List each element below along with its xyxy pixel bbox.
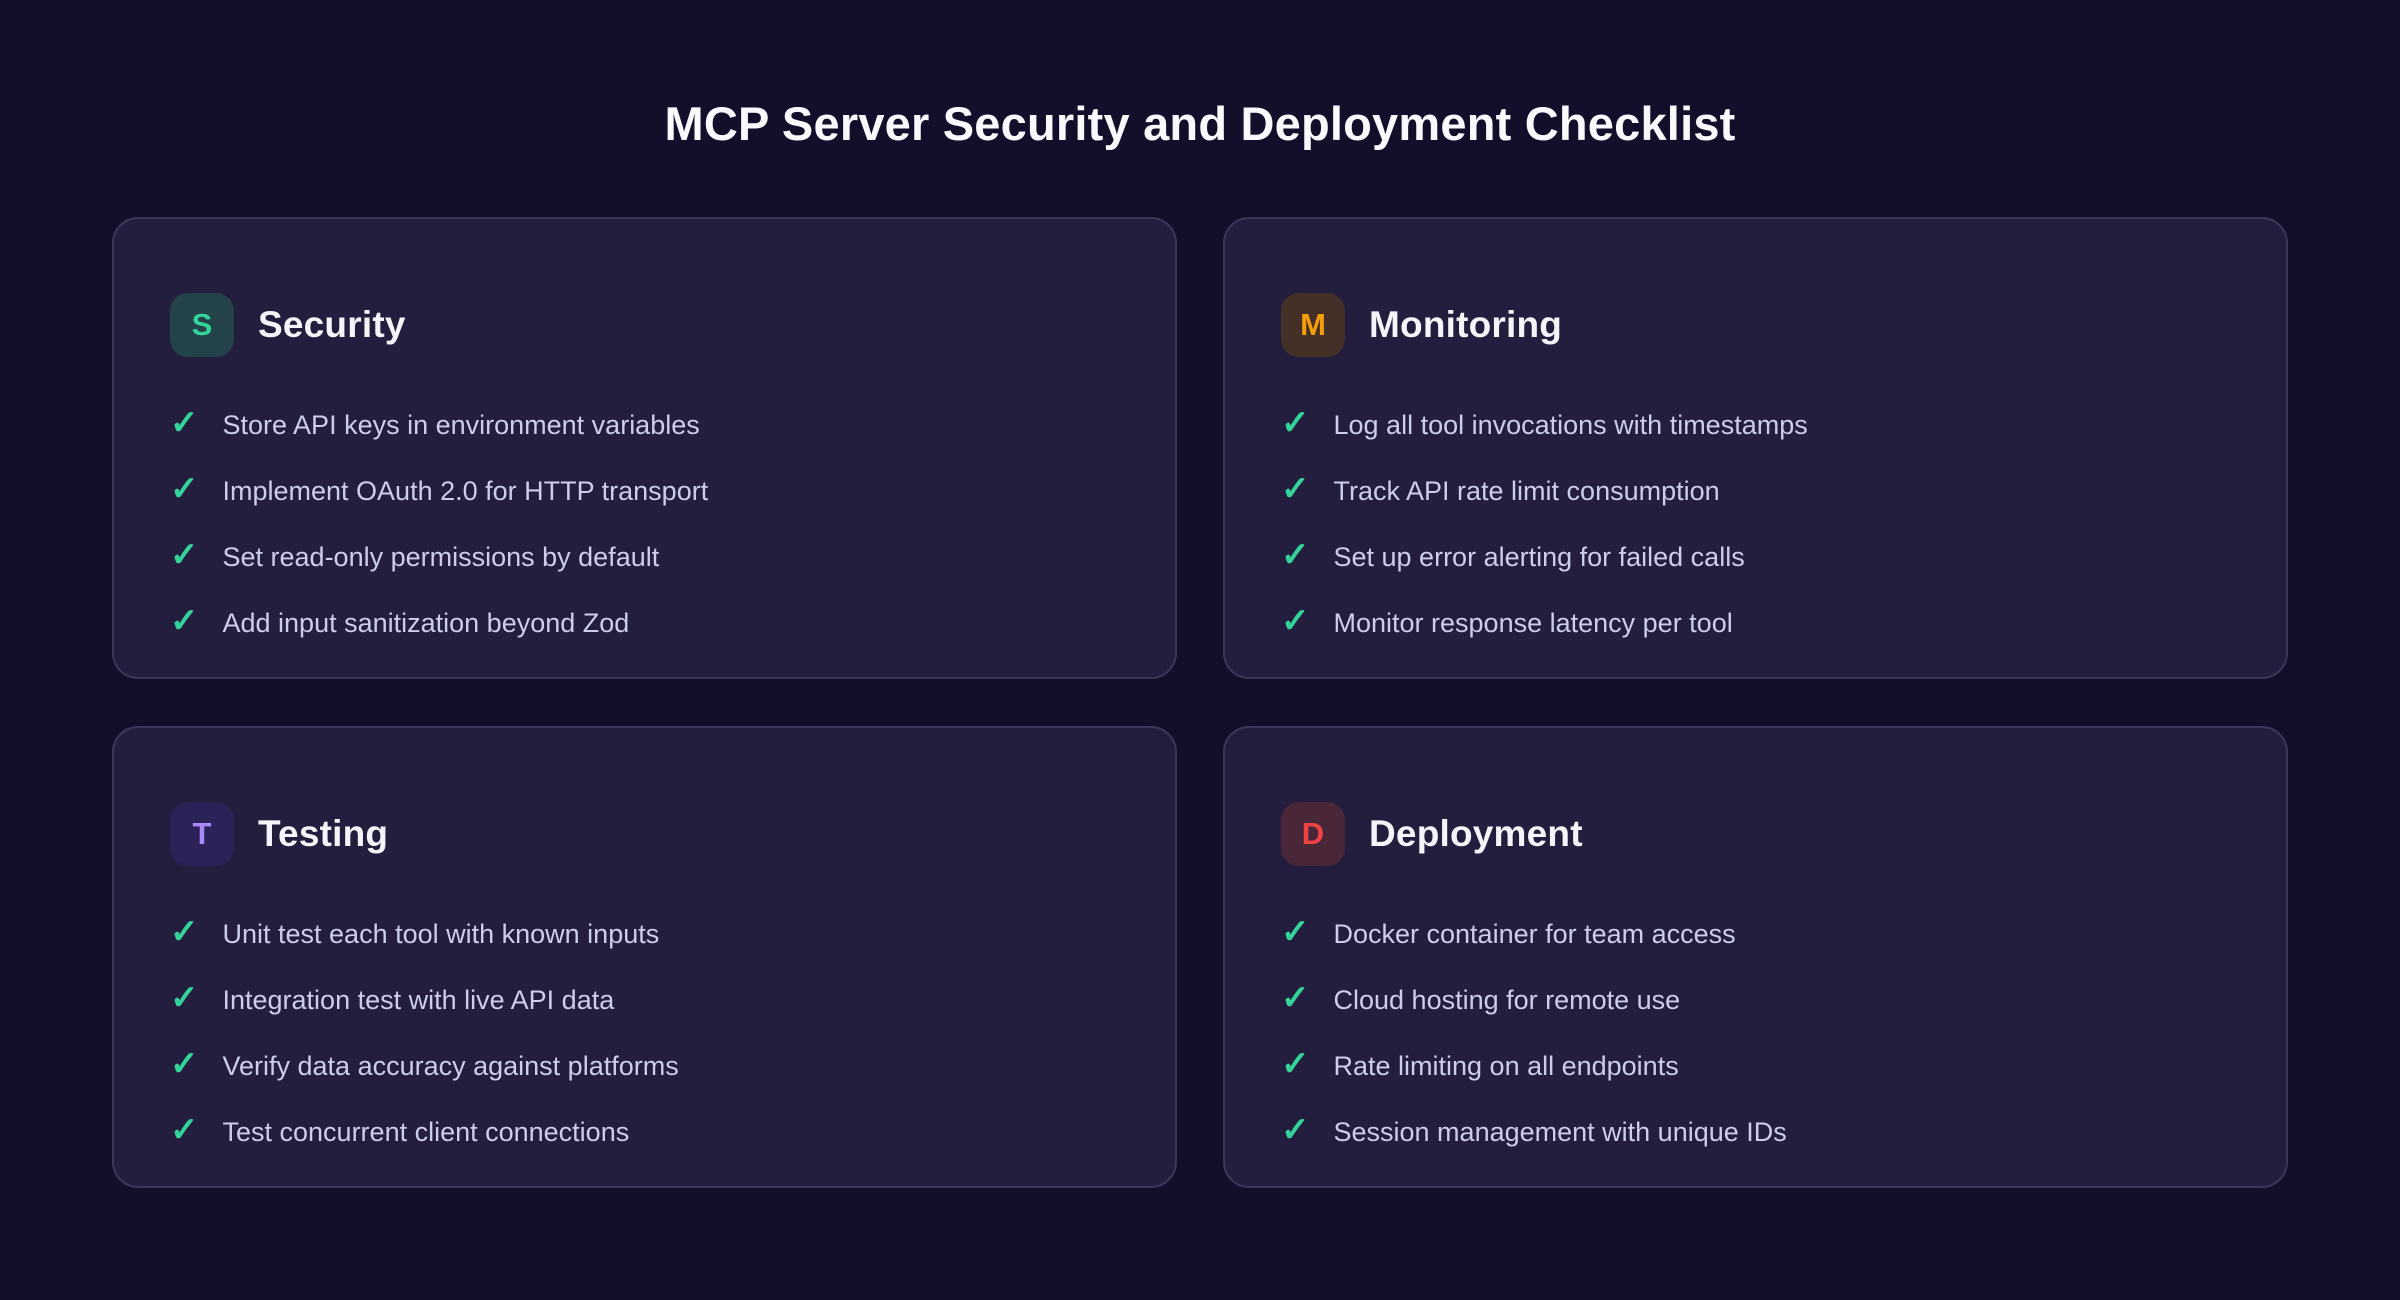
checklist-item-label: Track API rate limit consumption: [1333, 475, 1720, 506]
checklist-item-label: Docker container for team access: [1333, 918, 1736, 949]
deployment-badge-icon: D: [1281, 801, 1345, 866]
checklist-item: ✓ Log all tool invocations with timestam…: [1281, 406, 2230, 440]
checklist-item-label: Verify data accuracy against platforms: [222, 1050, 679, 1081]
checklist-item: ✓ Test concurrent client connections: [170, 1113, 1119, 1147]
check-icon: ✓: [170, 470, 199, 509]
checklist-item: ✓ Integration test with live API data: [170, 981, 1119, 1015]
check-icon: ✓: [1281, 470, 1310, 509]
card-items: ✓ Unit test each tool with known inputs …: [170, 915, 1119, 1147]
card-header: D Deployment: [1281, 782, 2230, 885]
security-badge-icon: S: [170, 292, 234, 357]
checklist-item: ✓ Unit test each tool with known inputs: [170, 915, 1119, 949]
card-title: Deployment: [1369, 812, 1583, 854]
page-title: MCP Server Security and Deployment Check…: [664, 97, 1736, 150]
check-icon: ✓: [170, 536, 199, 575]
check-icon: ✓: [1281, 1111, 1310, 1150]
checklist-item-label: Store API keys in environment variables: [222, 409, 700, 440]
checklist-item: ✓ Monitor response latency per tool: [1281, 604, 2230, 638]
checklist-item: ✓ Set read-only permissions by default: [170, 538, 1119, 572]
check-icon: ✓: [170, 979, 199, 1018]
card-title: Security: [258, 303, 406, 345]
checklist-item-label: Integration test with live API data: [222, 984, 615, 1015]
checklist-item: ✓ Store API keys in environment variable…: [170, 406, 1119, 440]
checklist-item-label: Implement OAuth 2.0 for HTTP transport: [222, 475, 709, 506]
check-icon: ✓: [1281, 979, 1310, 1018]
checklist-item-label: Test concurrent client connections: [222, 1116, 630, 1147]
checklist-item: ✓ Docker container for team access: [1281, 915, 2230, 949]
card-security: S Security ✓ Store API keys in environme…: [112, 217, 1177, 679]
cards-grid: S Security ✓ Store API keys in environme…: [112, 217, 2288, 1188]
checklist-item-label: Set read-only permissions by default: [222, 541, 660, 572]
check-icon: ✓: [170, 913, 199, 952]
checklist-item-label: Unit test each tool with known inputs: [222, 918, 660, 949]
checklist-item: ✓ Add input sanitization beyond Zod: [170, 604, 1119, 638]
testing-badge-icon: T: [170, 801, 234, 866]
card-items: ✓ Log all tool invocations with timestam…: [1281, 406, 2230, 638]
card-header: M Monitoring: [1281, 273, 2230, 376]
checklist-item-label: Rate limiting on all endpoints: [1333, 1050, 1679, 1081]
card-title: Monitoring: [1369, 303, 1563, 345]
card-deployment: D Deployment ✓ Docker container for team…: [1223, 726, 2288, 1188]
checklist-item: ✓ Implement OAuth 2.0 for HTTP transport: [170, 472, 1119, 506]
check-icon: ✓: [1281, 602, 1310, 641]
card-header: T Testing: [170, 782, 1119, 885]
check-icon: ✓: [170, 1111, 199, 1150]
check-icon: ✓: [1281, 1045, 1310, 1084]
checklist-item-label: Monitor response latency per tool: [1333, 607, 1733, 638]
check-icon: ✓: [170, 602, 199, 641]
card-header: S Security: [170, 273, 1119, 376]
check-icon: ✓: [1281, 536, 1310, 575]
checklist-item-label: Session management with unique IDs: [1333, 1116, 1787, 1147]
card-items: ✓ Store API keys in environment variable…: [170, 406, 1119, 638]
checklist-item: ✓ Set up error alerting for failed calls: [1281, 538, 2230, 572]
check-icon: ✓: [1281, 913, 1310, 952]
card-testing: T Testing ✓ Unit test each tool with kno…: [112, 726, 1177, 1188]
checklist-item-label: Set up error alerting for failed calls: [1333, 541, 1745, 572]
monitoring-badge-icon: M: [1281, 292, 1345, 357]
checklist-item: ✓ Rate limiting on all endpoints: [1281, 1047, 2230, 1081]
checklist-item: ✓ Cloud hosting for remote use: [1281, 981, 2230, 1015]
check-icon: ✓: [170, 1045, 199, 1084]
checklist-item-label: Cloud hosting for remote use: [1333, 984, 1681, 1015]
card-items: ✓ Docker container for team access ✓ Clo…: [1281, 915, 2230, 1147]
card-monitoring: M Monitoring ✓ Log all tool invocations …: [1223, 217, 2288, 679]
checklist-item: ✓ Session management with unique IDs: [1281, 1113, 2230, 1147]
checklist-item: ✓ Verify data accuracy against platforms: [170, 1047, 1119, 1081]
checklist-item-label: Log all tool invocations with timestamps: [1333, 409, 1808, 440]
checklist-item: ✓ Track API rate limit consumption: [1281, 472, 2230, 506]
card-title: Testing: [258, 812, 389, 854]
check-icon: ✓: [170, 404, 199, 443]
check-icon: ✓: [1281, 404, 1310, 443]
checklist-item-label: Add input sanitization beyond Zod: [222, 607, 630, 638]
